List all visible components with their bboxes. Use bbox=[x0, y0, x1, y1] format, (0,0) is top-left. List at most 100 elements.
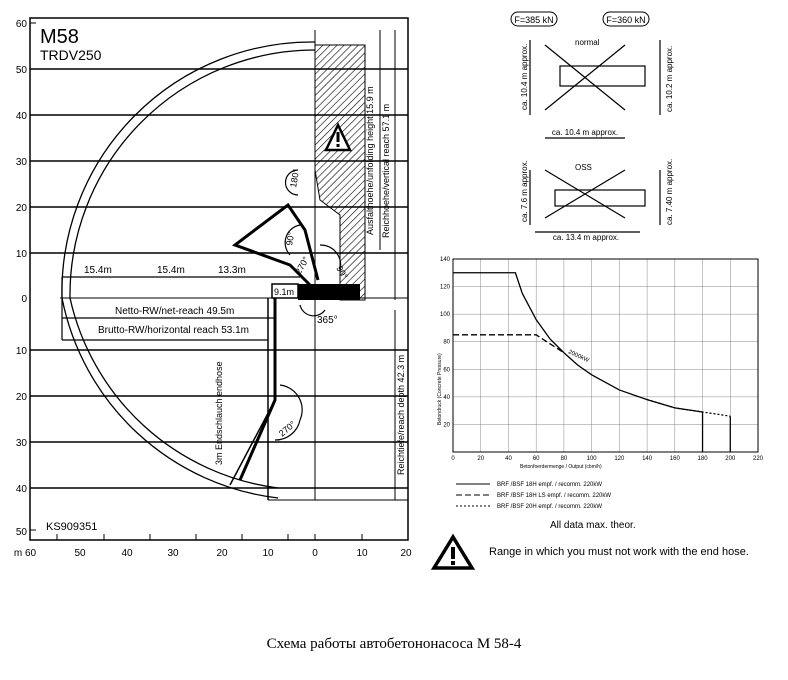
chart-x-tick-label: 80 bbox=[561, 456, 568, 462]
svg-text:9.1m: 9.1m bbox=[274, 287, 294, 297]
reach-diagram bbox=[29, 17, 409, 541]
svg-text:30: 30 bbox=[16, 157, 28, 168]
chart-y-tick-label: 20 bbox=[443, 422, 450, 428]
all-data-note: All data max. theor. bbox=[550, 520, 636, 531]
chart-gridlines bbox=[453, 259, 758, 452]
force-left-box bbox=[510, 11, 558, 27]
reach-arcs bbox=[61, 41, 316, 499]
svg-text:20: 20 bbox=[400, 548, 412, 559]
chart-y-tick-label: 60 bbox=[443, 367, 450, 373]
chart-x-tick-label: 160 bbox=[670, 456, 681, 462]
chart-y-tick-label: 80 bbox=[443, 340, 450, 346]
normal-length: ca. 10.4 m approx. bbox=[552, 128, 618, 137]
pump-chart: 140 120 100 80 60 40 20 0 20 40 60 80 100 120 140 160 1… bbox=[437, 257, 764, 470]
outrigger-diagrams: F=385 kN F=360 kN normal ca. 10.4 m appr… bbox=[510, 11, 674, 242]
svg-text:20: 20 bbox=[16, 392, 28, 403]
drawing-number: KS909351 bbox=[46, 521, 97, 533]
vertical-reach-label: Reichhoehe/vertical reach 57.1 m bbox=[381, 104, 391, 238]
warning-text: Range in which you must not work with th… bbox=[489, 546, 749, 558]
svg-text:30: 30 bbox=[16, 438, 28, 449]
svg-text:180°: 180° bbox=[288, 168, 301, 188]
svg-text:10: 10 bbox=[356, 548, 368, 559]
reach-depth-label: Reichtiefe/reach depth 42.3 m bbox=[396, 355, 406, 475]
svg-text:270°: 270° bbox=[293, 255, 311, 276]
chart-y-ticks: 140 120 100 80 60 40 20 bbox=[440, 257, 451, 428]
oss-outrigger bbox=[529, 169, 661, 233]
chart-y-tick-label: 100 bbox=[440, 312, 451, 318]
svg-text:50: 50 bbox=[74, 548, 86, 559]
chart-series-line bbox=[453, 334, 565, 354]
legend-item: BRF /BSF 18H empf. / recomm. 220kW bbox=[497, 482, 602, 488]
x-axis-labels: m 60 50 40 30 20 10 0 10 20 bbox=[14, 548, 412, 559]
svg-text:60: 60 bbox=[16, 19, 28, 30]
dimension-lines bbox=[268, 30, 408, 501]
horizontal-reach-label: Brutto-RW/horizontal reach 53.1m bbox=[98, 325, 249, 336]
chart-series bbox=[453, 272, 731, 452]
svg-text:10: 10 bbox=[16, 249, 28, 260]
segment-labels: 15.4m 15.4m 13.3m 9.1m bbox=[84, 265, 294, 297]
chart-curve-label: 2000kW bbox=[567, 349, 590, 364]
chart-x-tick-label: 20 bbox=[477, 456, 484, 462]
chart-x-tick-label: 0 bbox=[451, 456, 455, 462]
page-caption: Схема работы автобетононасоса М 58-4 bbox=[266, 636, 522, 652]
oss-rear-width: ca. 7.40 m approx. bbox=[665, 159, 674, 225]
svg-text:90°: 90° bbox=[284, 231, 296, 247]
legend-item: BRF /BSF 18H LS empf. / recomm. 220kW bbox=[497, 493, 611, 499]
force-right-label: F=360 kN bbox=[606, 15, 645, 25]
tick-marks bbox=[30, 22, 363, 540]
chart-y-tick-label: 40 bbox=[443, 395, 450, 401]
chart-x-tick-label: 40 bbox=[505, 456, 512, 462]
svg-text:50: 50 bbox=[16, 65, 28, 76]
oss-length: ca. 13.4 m approx. bbox=[553, 233, 619, 242]
chart-ylabel: Betondruck (Concrete Pressure) bbox=[437, 353, 443, 425]
chart-x-tick-label: 220 bbox=[753, 456, 764, 462]
svg-text:20: 20 bbox=[16, 203, 28, 214]
unfolding-height-label: Ausfalthoehe/unfolding height 15.9 m bbox=[365, 86, 375, 235]
end-hose-label: 3m Endschlauch endhose bbox=[214, 361, 224, 465]
force-left-label: F=385 kN bbox=[514, 15, 553, 25]
net-reach-label: Netto-RW/net-reach 49.5m bbox=[115, 306, 234, 317]
chart-x-tick-label: 140 bbox=[642, 456, 653, 462]
legend-item: BRF /BSF 20H empf. / recomm. 220kW bbox=[497, 504, 602, 510]
svg-text:15.4m: 15.4m bbox=[157, 265, 185, 276]
reach-lines bbox=[61, 276, 300, 341]
chart-frame bbox=[452, 258, 759, 453]
chart-y-tick-label: 120 bbox=[440, 285, 451, 291]
chart-x-tick-label: 60 bbox=[533, 456, 540, 462]
truck-body bbox=[298, 284, 360, 300]
oss-front-width: ca. 7.6 m approx. bbox=[520, 160, 529, 222]
svg-text:m 60: m 60 bbox=[14, 548, 37, 559]
normal-outrigger bbox=[529, 40, 661, 139]
svg-text:40: 40 bbox=[16, 484, 28, 495]
svg-text:50: 50 bbox=[16, 527, 28, 538]
angle-arcs bbox=[274, 169, 342, 441]
truck-cab bbox=[271, 283, 299, 299]
warning-triangle-icon bbox=[430, 533, 476, 570]
model-title: M58 bbox=[40, 26, 79, 48]
normal-rear-width: ca. 10.2 m approx. bbox=[665, 46, 674, 112]
chart-legend: BRF /BSF 18H empf. / recomm. 220kW BRF /… bbox=[456, 482, 611, 510]
hatched-zone bbox=[314, 44, 366, 301]
force-right-box bbox=[602, 11, 650, 27]
diagram-frame bbox=[29, 17, 409, 541]
y-axis-labels: 60 50 40 30 20 10 0 10 20 30 40 50 bbox=[16, 19, 28, 538]
svg-text:20: 20 bbox=[216, 548, 228, 559]
normal-label: normal bbox=[575, 38, 600, 47]
svg-text:30: 30 bbox=[167, 548, 179, 559]
chart-series-line bbox=[453, 272, 703, 413]
chart-y-tick-label: 140 bbox=[440, 257, 451, 263]
svg-text:40: 40 bbox=[16, 111, 28, 122]
svg-text:10: 10 bbox=[262, 548, 274, 559]
svg-text:270°: 270° bbox=[277, 419, 298, 439]
normal-front-width: ca. 10.4 m approx. bbox=[520, 44, 529, 110]
warning-triangle-icon bbox=[324, 122, 352, 152]
svg-text:10: 10 bbox=[16, 346, 28, 357]
svg-text:40: 40 bbox=[121, 548, 133, 559]
chart-x-tick-label: 100 bbox=[587, 456, 598, 462]
chart-x-tick-label: 200 bbox=[725, 456, 736, 462]
svg-text:0: 0 bbox=[312, 548, 318, 559]
oss-label: OSS bbox=[575, 163, 592, 172]
svg-text:0: 0 bbox=[21, 294, 27, 305]
